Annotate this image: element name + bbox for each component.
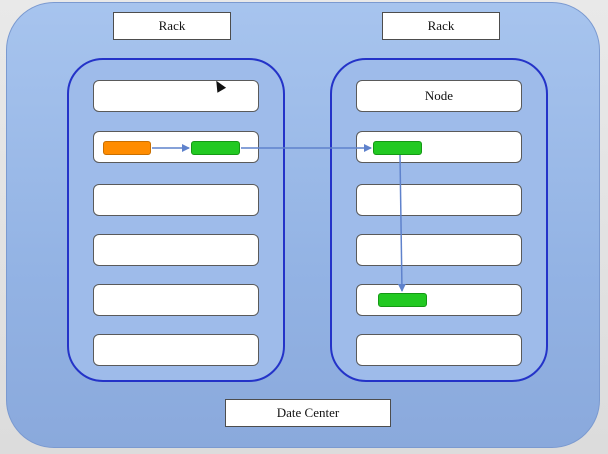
rack-label-left: Rack — [113, 12, 231, 40]
rack-left-node-1 — [93, 80, 259, 112]
rack-left — [67, 58, 285, 382]
rack-right-node-1: Node — [356, 80, 522, 112]
rack-label-right: Rack — [382, 12, 500, 40]
replica-block-1 — [191, 141, 240, 155]
rack-left-node-6 — [93, 334, 259, 366]
replica-block-3 — [378, 293, 427, 307]
rack-right — [330, 58, 548, 382]
rack-right-node-3 — [356, 184, 522, 216]
rack-right-node-6 — [356, 334, 522, 366]
rack-left-node-5 — [93, 284, 259, 316]
rack-right-node-4 — [356, 234, 522, 266]
datacenter-label: Date Center — [225, 399, 391, 427]
source-block — [103, 141, 151, 155]
replica-block-2 — [373, 141, 422, 155]
rack-left-node-4 — [93, 234, 259, 266]
rack-right-node-5 — [356, 284, 522, 316]
rack-left-node-3 — [93, 184, 259, 216]
